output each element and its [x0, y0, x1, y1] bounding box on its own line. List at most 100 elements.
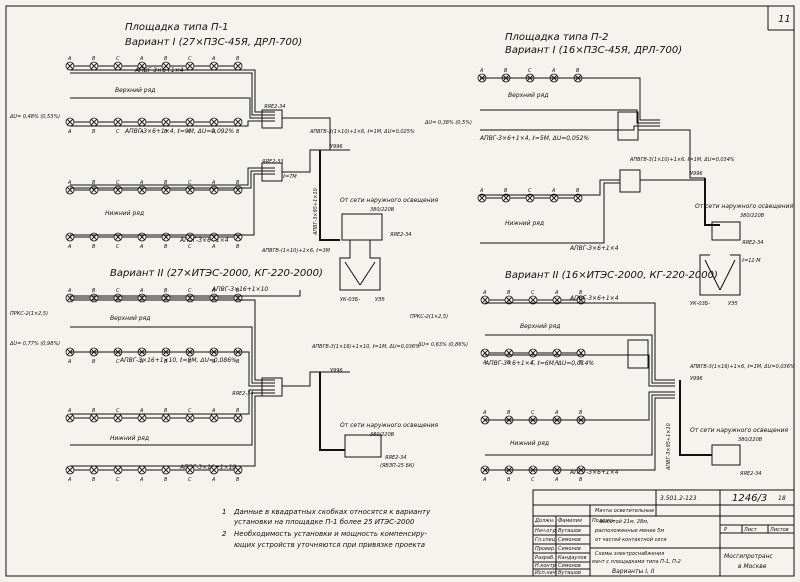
phase-label: В: [504, 68, 508, 74]
phase-label: С: [528, 188, 532, 194]
phase-label: В: [507, 477, 511, 483]
phase-label: В: [236, 477, 240, 483]
left-v1-cable-mid: АПВГ-3×6+1×4, ℓ=9М, ΔU=0,092%: [124, 128, 234, 135]
stamp-role: Гл.спец.: [535, 537, 557, 543]
right-v1-y996: У996: [690, 171, 703, 177]
stamp-name: Симонов: [558, 537, 581, 543]
stamp-people: Нач.отд.ВуташовГл.спец.СимоновПровер.Сим…: [535, 528, 587, 576]
note-1a: Данные в квадратных скобках относятся к …: [233, 508, 431, 516]
note-2b: ющих устройств уточняются при привязке п…: [234, 541, 425, 549]
title-block: [532, 489, 795, 577]
phase-label: С: [188, 180, 192, 186]
lamp-cross: [186, 466, 194, 474]
right-title: Площадка типа П-2: [505, 32, 609, 43]
lamp-cross: [234, 118, 242, 126]
phase-label: А: [139, 129, 144, 135]
phase-label: А: [211, 408, 216, 414]
note-1-num: 1: [222, 508, 226, 516]
phase-label: А: [67, 244, 72, 250]
phase-label: А: [139, 359, 144, 365]
right-v1-delta-u: ΔU= 0,38% (0,5%): [424, 120, 472, 126]
stamp-scheme-c: Варианты I, II: [612, 568, 655, 575]
phase-label: А: [139, 288, 144, 294]
left-v1-v380: 380/220В: [370, 207, 395, 213]
lamp-cross: [90, 414, 98, 422]
lamp-cross: [66, 466, 74, 474]
left-v2-prks: ПРКС-2(1×2,5): [10, 311, 48, 317]
phase-label: А: [482, 360, 487, 366]
phase-label: А: [139, 244, 144, 250]
left-v2-title: Вариант II (27×ИТЭС-2000, КГ-220-2000): [110, 268, 323, 279]
phase-label: В: [164, 477, 168, 483]
phase-label: В: [92, 244, 96, 250]
stamp-code: 3.501.2-123: [660, 495, 697, 502]
left-title: Площадка типа П-1: [125, 22, 229, 33]
phase-label: А: [67, 408, 72, 414]
phase-label: В: [507, 290, 511, 296]
phase-label: В: [507, 360, 511, 366]
stamp-desc-a: Мачты осветительные: [595, 508, 654, 514]
phase-label: С: [188, 359, 192, 365]
phase-label: В: [92, 359, 96, 365]
phase-label: С: [116, 477, 120, 483]
phase-label: А: [211, 359, 216, 365]
left-v2-cable-bot: АПВГ-3×16+1×10: [179, 464, 236, 471]
lamp-cross: [550, 194, 558, 202]
stamp-desc-d: от частей контактной сети: [595, 537, 667, 543]
phase-label: С: [188, 129, 192, 135]
lamp-cross: [574, 194, 582, 202]
stamp-col-role: Должн.: [534, 518, 555, 524]
right-v1-uz5: УЭ5: [728, 301, 738, 307]
left-v1-uz5: УЭ5: [375, 297, 385, 303]
phase-label: А: [139, 408, 144, 414]
lamp-cross: [162, 466, 170, 474]
phase-label: А: [211, 244, 216, 250]
phase-label: В: [576, 188, 580, 194]
stamp-role: Н.контр.: [535, 563, 557, 569]
left-v1-bottom-row-label: Нижний ряд: [105, 210, 144, 217]
phase-label: А: [554, 410, 559, 416]
phase-label: В: [92, 180, 96, 186]
phase-label: А: [479, 68, 484, 74]
right-v1-cable-bot: АПВГ-3×6+1×4: [569, 245, 619, 252]
phase-label: С: [188, 477, 192, 483]
stamp-role: Провер.: [535, 546, 556, 552]
stamp-col-name: Фамилия: [558, 518, 582, 524]
phase-label: В: [164, 180, 168, 186]
phase-label: А: [139, 477, 144, 483]
phase-label: В: [504, 188, 508, 194]
right-v1-feed: АПВГВ-3(1×10)+1×6, ℓ=1М, ΔU=0,034%: [629, 157, 735, 163]
stamp-sheet-ref: 1246/3: [732, 493, 767, 504]
phase-label: С: [528, 68, 532, 74]
phase-label: В: [164, 408, 168, 414]
lamp-cross: [162, 62, 170, 70]
stamp-desc-c: расположенные менее 5м: [594, 528, 664, 534]
phase-label: В: [92, 477, 96, 483]
right-v2-feed: АПВГВ-3(1×16)+1×6, ℓ=1М, ΔU=0,036%: [689, 364, 795, 370]
left-v1-yaye: ЯЯЕ2-34: [389, 232, 411, 238]
phase-label: А: [482, 410, 487, 416]
right-v2-delta-u: ΔU= 0,63% (0,86%): [417, 342, 468, 348]
phase-label: В: [164, 244, 168, 250]
left-v2-cable-top: АПВГ-3×16+1×10: [211, 286, 268, 293]
lamp-cross: [138, 414, 146, 422]
lamp-cross: [529, 296, 537, 304]
phase-label: А: [67, 180, 72, 186]
right-v1-title: Вариант I (16×ПЗС-45Я, ДРЛ-700): [505, 45, 682, 56]
stamp-scheme-b: мачт с площадками типа П-1, П-2: [592, 559, 681, 565]
lamp-cross: [138, 62, 146, 70]
left-v1-delta-u: ΔU= 0,48% (0,53%): [9, 114, 60, 120]
sheet-number: 11: [778, 14, 791, 25]
right-v2-v380: 380/220В: [738, 437, 763, 443]
phase-label: В: [236, 408, 240, 414]
phase-label: В: [236, 359, 240, 365]
lamp-cross: [138, 466, 146, 474]
phase-label: А: [211, 129, 216, 135]
phase-label: С: [188, 288, 192, 294]
stamp-role: Исп.нач.: [535, 570, 557, 576]
